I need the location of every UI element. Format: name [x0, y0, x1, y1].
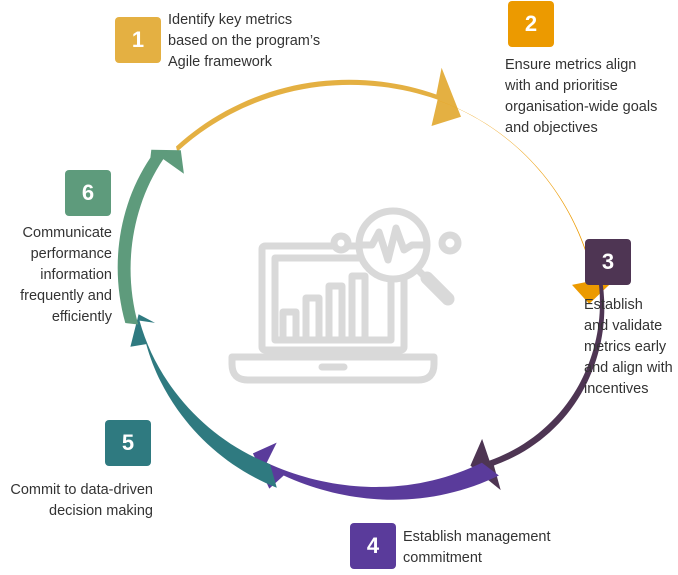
step-text-line: Establish — [584, 297, 643, 313]
step-description-6: Communicate performance information frequen… — [20, 223, 112, 328]
step-number: 4 — [366, 533, 380, 558]
step-text-line: commitment — [403, 550, 482, 566]
step-description-3: Establish and validate metrics early and al… — [584, 295, 673, 400]
step-text-line: Identify key metrics — [168, 12, 293, 28]
step-description-1: Identify key metrics based on the program… — [168, 10, 320, 73]
step-badge-3: 3 — [585, 239, 631, 285]
laptop-analytics-magnifier-icon — [228, 207, 462, 384]
step-number: 1 — [131, 27, 145, 52]
step-text-line: and align with — [584, 360, 673, 376]
step-text-line: and validate — [584, 318, 663, 334]
step-text-line: metrics early — [584, 339, 667, 355]
step-text-line: decision making — [49, 503, 153, 519]
step-text-line: Agile framework — [168, 54, 272, 70]
cycle-arrow-step-1 — [176, 67, 461, 152]
cycle-arrow-step-4 — [252, 442, 499, 500]
step-description-4: Establish management commitment — [403, 527, 551, 569]
step-number: 5 — [121, 430, 135, 455]
step-description-5: Commit to data-driven decision making — [10, 480, 153, 522]
step-badge-2: 2 — [508, 1, 554, 47]
step-number: 3 — [601, 249, 615, 274]
step-text-line: Communicate — [22, 225, 112, 241]
step-number: 2 — [524, 11, 538, 36]
step-text-line: frequently and — [20, 288, 112, 304]
step-badge-4: 4 — [350, 523, 396, 569]
cycle-arrow-step-5 — [130, 314, 277, 488]
step-text-line: and objectives — [505, 120, 598, 136]
step-text-line: with and prioritise — [505, 78, 618, 94]
step-text-line: information — [40, 267, 112, 283]
step-badge-5: 5 — [105, 420, 151, 466]
step-text-line: based on the program’s — [168, 33, 321, 49]
step-text-line: organisation-wide goals — [505, 99, 658, 115]
step-text-line: incentives — [584, 381, 649, 397]
step-text-line: performance — [30, 246, 112, 262]
step-badge-6: 6 — [65, 170, 111, 216]
cycle-arrow-step-6 — [117, 149, 184, 325]
step-text-line: efficiently — [51, 309, 112, 325]
step-badge-1: 1 — [115, 17, 161, 63]
step-number: 6 — [81, 180, 95, 205]
step-text-line: Ensure metrics align — [505, 57, 637, 73]
step-description-2: Ensure metrics align with and prioritise o… — [505, 55, 657, 139]
step-text-line: Establish management — [403, 529, 551, 545]
step-text-line: Commit to data-driven — [10, 482, 153, 498]
